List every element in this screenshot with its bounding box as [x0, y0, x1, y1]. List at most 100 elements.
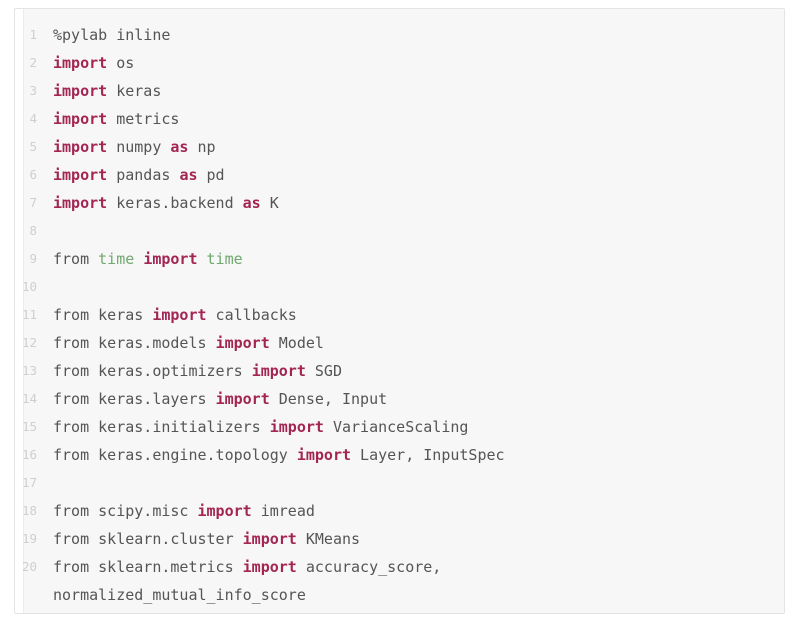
code-line-text: from keras.optimizers import SGD: [53, 357, 784, 385]
code-line-text: from keras.layers import Dense, Input: [53, 385, 784, 413]
code-line[interactable]: 3 import keras: [24, 77, 784, 105]
line-number: 19: [21, 531, 37, 546]
code-line-text: import pandas as pd: [53, 161, 784, 189]
code-token-plain: from: [53, 250, 99, 268]
line-number: 4: [29, 111, 37, 126]
code-token-kw: import: [251, 362, 306, 380]
code-token-plain: Model: [269, 334, 324, 352]
code-line[interactable]: 1 %pylab inline: [24, 21, 784, 49]
code-line[interactable]: 20 from sklearn.metrics import accuracy_s…: [22, 553, 784, 581]
code-line[interactable]: 7 import keras.backend as K: [24, 189, 784, 217]
line-number: 2: [29, 55, 37, 70]
code-token-kw: import: [53, 194, 108, 212]
code-line-text: from sklearn.metrics import accuracy_sco…: [53, 553, 784, 581]
code-line-text: from keras.models import Model: [53, 329, 784, 357]
code-line[interactable]: 2 import os: [24, 49, 784, 77]
code-line-text: [53, 217, 784, 245]
line-number: 3: [29, 83, 37, 98]
code-line-text: import metrics: [53, 105, 784, 133]
code-line[interactable]: 13 from keras.optimizers import SGD: [22, 357, 784, 385]
line-number: 1: [29, 27, 37, 42]
code-line-text: normalized_mutual_info_score: [53, 581, 784, 609]
line-number: 7: [29, 195, 37, 210]
code-token-kw: as: [179, 166, 198, 184]
code-token-kw: import: [296, 446, 352, 464]
code-line[interactable]: 17: [22, 469, 784, 497]
line-number: 20: [21, 559, 37, 574]
code-token-plain: imread: [251, 502, 315, 520]
code-token-kw: import: [242, 558, 297, 576]
line-number: 15: [21, 419, 37, 434]
code-token-plain: from keras: [53, 306, 153, 324]
code-line-text: [53, 273, 784, 301]
code-line-text: import numpy as np: [53, 133, 784, 161]
code-token-kw: import: [269, 418, 324, 436]
line-number: 13: [21, 363, 37, 378]
line-number: 12: [21, 335, 37, 350]
code-token-plain: KMeans: [296, 530, 361, 548]
code-token-plain: %pylab inline: [53, 26, 171, 44]
code-line-wrapped[interactable]: normalized_mutual_info_score: [24, 581, 784, 609]
code-line[interactable]: 19 from sklearn.cluster import KMeans: [22, 525, 784, 553]
code-token-kw: import: [215, 390, 270, 408]
code-token-plain: [198, 250, 207, 268]
code-token-plain: keras: [107, 82, 162, 100]
code-line[interactable]: 6 import pandas as pd: [24, 161, 784, 189]
line-number: 11: [21, 307, 37, 322]
code-token-plain: Dense, Input: [269, 390, 388, 408]
code-token-plain: pandas: [107, 166, 180, 184]
code-token-plain: metrics: [107, 110, 180, 128]
line-number: 6: [29, 167, 37, 182]
code-token-kw: as: [242, 194, 261, 212]
code-line-text: %pylab inline: [53, 21, 784, 49]
code-token-kw: import: [53, 82, 108, 100]
code-line[interactable]: 4 import metrics: [24, 105, 784, 133]
code-token-plain: Layer, InputSpec: [351, 446, 505, 464]
line-number: 5: [29, 139, 37, 154]
code-line-text: from keras.initializers import VarianceS…: [53, 413, 784, 441]
code-token-plain: SGD: [305, 362, 342, 380]
code-cell[interactable]: 1 %pylab inline 2 import os 3 import keras 4 im…: [14, 8, 785, 614]
code-line[interactable]: 9 from time import time: [24, 245, 784, 273]
code-token-plain: K: [260, 194, 279, 212]
code-token-plain: from keras.layers: [53, 390, 216, 408]
code-token-plain: from sklearn.metrics: [53, 558, 243, 576]
code-line-text: import os: [53, 49, 784, 77]
code-line-text: from keras.engine.topology import Layer,…: [53, 441, 784, 469]
line-number: 17: [21, 475, 37, 490]
code-token-plain: np: [188, 138, 216, 156]
code-line[interactable]: 5 import numpy as np: [24, 133, 784, 161]
code-line[interactable]: 18 from scipy.misc import imread: [22, 497, 784, 525]
code-line-text: from time import time: [53, 245, 784, 273]
cell-gutter-strip: [15, 9, 24, 613]
code-token-plain: normalized_mutual_info_score: [53, 586, 306, 604]
code-token-plain: from keras.engine.topology: [53, 446, 297, 464]
code-token-plain: keras.backend: [107, 194, 243, 212]
code-token-kw: import: [143, 250, 198, 268]
code-token-plain: from keras.optimizers: [53, 362, 252, 380]
code-token-plain: VarianceScaling: [323, 418, 469, 436]
code-line-text: from scipy.misc import imread: [53, 497, 784, 525]
code-line[interactable]: 10: [22, 273, 784, 301]
code-line[interactable]: 12 from keras.models import Model: [22, 329, 784, 357]
code-line[interactable]: 8: [24, 217, 784, 245]
line-number: 9: [29, 251, 37, 266]
code-token-plain: accuracy_score,: [296, 558, 442, 576]
code-line-text: import keras: [53, 77, 784, 105]
code-token-kw: import: [53, 110, 108, 128]
code-token-kw: import: [53, 166, 108, 184]
code-token-kw: import: [242, 530, 297, 548]
code-token-plain: pd: [197, 166, 225, 184]
code-token-kw: import: [53, 138, 108, 156]
code-line-text: import keras.backend as K: [53, 189, 784, 217]
code-line[interactable]: 15 from keras.initializers import Varianc…: [22, 413, 784, 441]
code-line-text: from sklearn.cluster import KMeans: [53, 525, 784, 553]
code-token-kw: import: [197, 502, 252, 520]
line-number: 18: [21, 503, 37, 518]
code-line-text: from keras import callbacks: [53, 301, 784, 329]
code-editor-area[interactable]: 1 %pylab inline 2 import os 3 import keras 4 im…: [22, 9, 784, 613]
code-token-plain: numpy: [107, 138, 171, 156]
code-line[interactable]: 11 from keras import callbacks: [22, 301, 784, 329]
